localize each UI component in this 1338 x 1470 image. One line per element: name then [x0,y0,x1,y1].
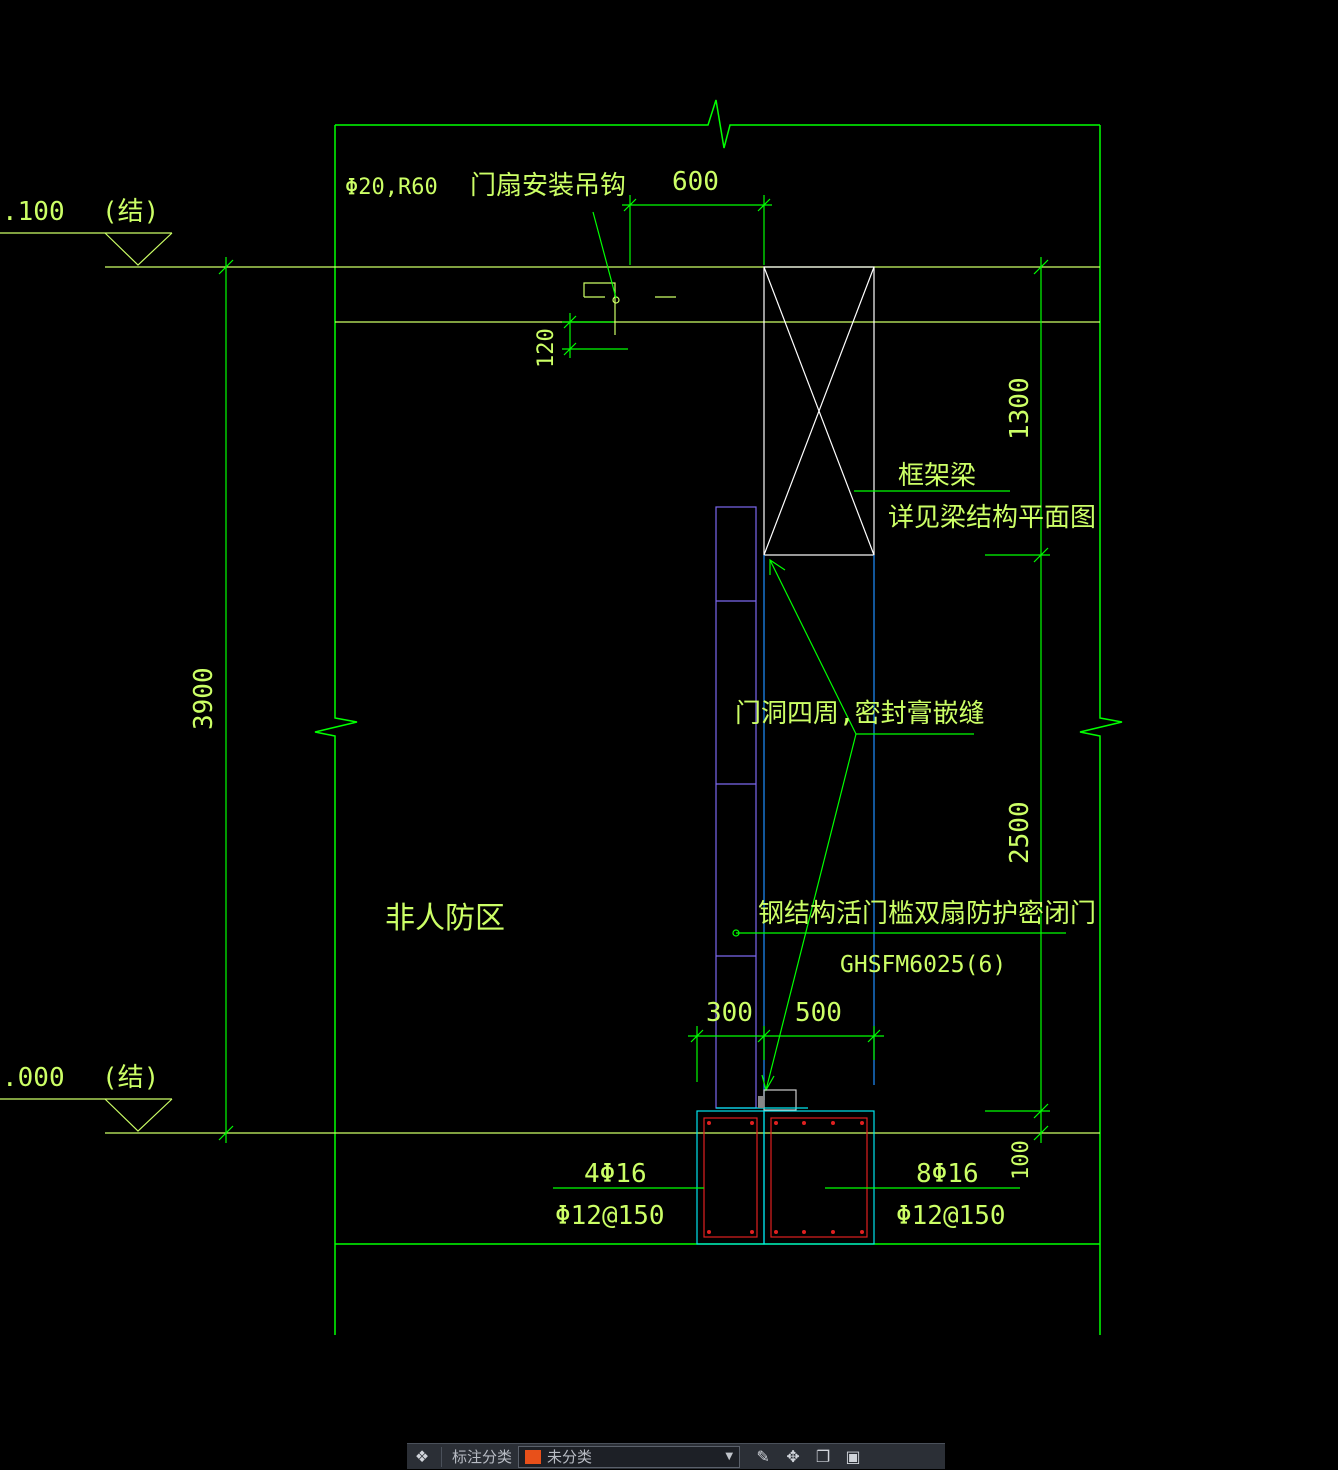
category-label: 标注分类 [452,1448,513,1466]
rebar-left-stirrup: Φ12@150 [555,1201,665,1231]
layers-icon[interactable]: ❖ [414,1447,430,1466]
level-marker-top [0,232,173,266]
copy-icon[interactable]: ❐ [815,1447,831,1466]
dimension-1300: 1300 [1005,377,1035,440]
dimension-right-line [985,257,1050,1143]
frame-beam [763,266,875,556]
door-leader [732,929,1066,937]
level-top-value: .100 [2,197,65,227]
dimension-2500: 2500 [1005,801,1035,864]
category-color-swatch [525,1449,542,1464]
dimension-120: 120 [534,328,559,368]
seal-leader [761,558,974,1092]
wall-outline [314,99,1123,1335]
dimension-3900-line [218,257,234,1143]
chevron-down-icon: ▼ [725,1451,734,1462]
annotation-toolbar: ❖ 标注分类 未分类 ▼ ✎ ✥ ❐ ▣ [407,1443,945,1469]
threshold-beam-left [696,1110,765,1245]
hook-label: 门扇安装吊钩 [470,171,626,201]
rebar-left-main: 4Φ16 [584,1159,647,1189]
beam-label-note: 详见梁结构平面图 [888,503,1096,533]
edit-icon[interactable]: ✎ [756,1447,770,1466]
zone-label: 非人防区 [385,901,505,936]
category-value: 未分类 [547,1448,593,1466]
dimension-500: 500 [795,998,842,1028]
dimension-300: 300 [706,998,753,1028]
level-marker-bottom [0,1098,173,1132]
threshold-beam-right [763,1110,875,1245]
dimension-120-line [562,313,628,358]
dimension-3900: 3900 [189,667,219,730]
slab-lines [105,266,1100,1134]
hook-spec: Φ20,R60 [345,175,438,200]
rebar-right-main: 8Φ16 [916,1159,979,1189]
dimension-300-500-line [688,1026,884,1082]
level-top-note: (结) [102,197,159,227]
move-icon[interactable]: ✥ [786,1447,800,1466]
level-bottom-note: (结) [102,1063,159,1093]
door-label: 钢结构活门槛双扇防护密闭门 [758,899,1096,929]
door-frame [763,555,875,1100]
dimension-600: 600 [672,167,719,197]
dimension-600-line [622,195,772,265]
toolbar-separator [441,1446,442,1467]
lifting-hook [583,211,676,335]
level-bottom-value: .000 [2,1063,65,1093]
dimension-100: 100 [1009,1140,1034,1180]
door-code: GHSFM6025(6) [840,952,1006,978]
paste-icon[interactable]: ▣ [845,1447,861,1466]
seal-label: 门洞四周,密封膏嵌缝 [735,699,985,729]
category-select[interactable]: 未分类 ▼ [518,1445,741,1468]
beam-label-name: 框架梁 [898,461,976,491]
rebar-right-stirrup: Φ12@150 [896,1201,1006,1231]
door-sill [716,1089,808,1111]
